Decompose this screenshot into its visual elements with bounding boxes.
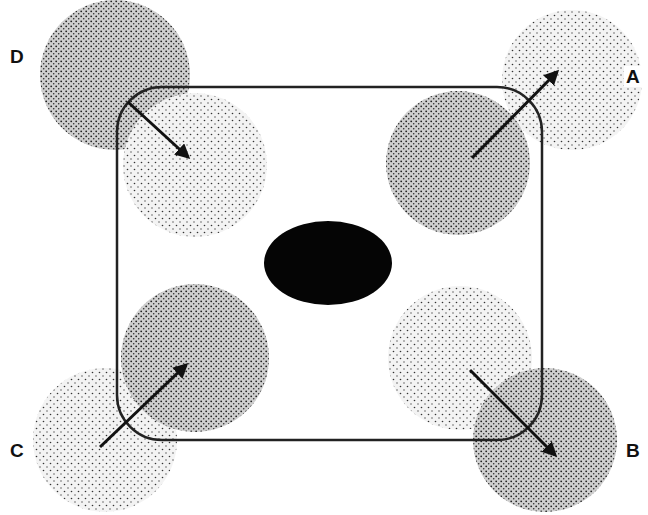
callout-letter: B bbox=[624, 440, 642, 461]
callout-letter: C bbox=[8, 440, 26, 461]
dark-vesicle bbox=[386, 91, 530, 235]
cell-membrane bbox=[117, 87, 542, 440]
movement-arrow bbox=[472, 72, 557, 158]
movement-arrow bbox=[470, 370, 555, 455]
dark-vesicle bbox=[121, 284, 269, 432]
callout-letter: D bbox=[8, 46, 26, 67]
light-vesicle bbox=[123, 93, 267, 237]
movement-arrow bbox=[100, 365, 186, 447]
nucleus bbox=[264, 221, 392, 305]
callout-letter: A bbox=[624, 66, 642, 87]
movement-arrow bbox=[128, 102, 188, 157]
light-vesicle bbox=[502, 10, 642, 150]
